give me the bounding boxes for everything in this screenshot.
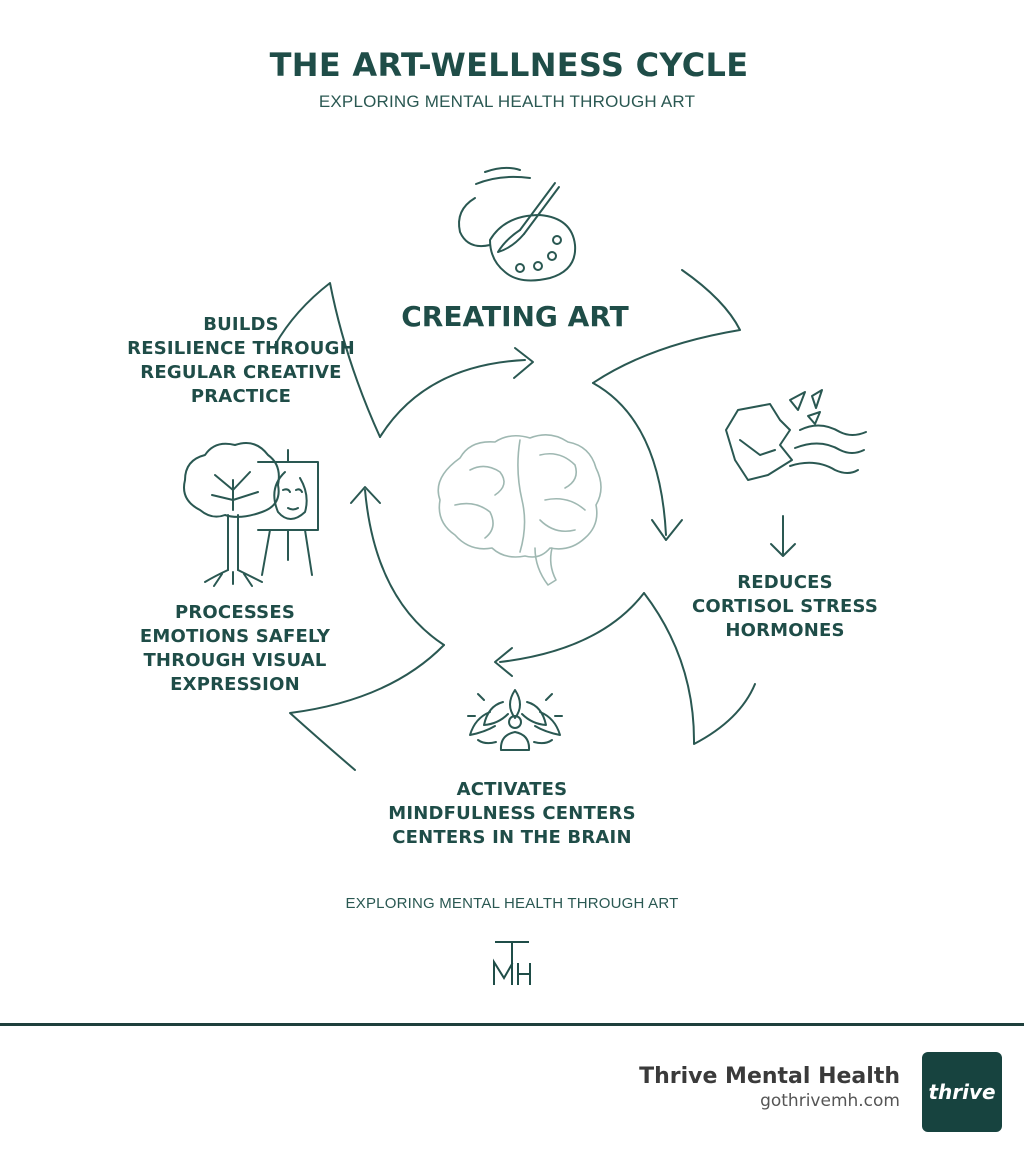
cycle-blade-right (643, 592, 756, 745)
inner-arrow-bottom-head (494, 647, 513, 677)
thrive-logo-text: thrive (928, 1080, 996, 1104)
step-label-line: EXPRESSION (170, 674, 300, 695)
step-reduces-cortisol: REDUCES CORTISOL STRESS HORMONES (660, 571, 910, 643)
step-label-line: HORMONES (725, 620, 845, 641)
step-label-line: CENTERS IN THE BRAIN (392, 827, 632, 848)
cycle-blade-bottom-left (289, 644, 445, 771)
footer-divider (0, 1023, 1024, 1026)
step-label-line: PROCESSES (174, 602, 296, 623)
thrive-logo-badge: thrive (922, 1052, 1002, 1132)
tree-easel-icon (183, 442, 319, 587)
step-label-line: MINDFULNESS CENTERS (388, 803, 636, 824)
step-label-line: CORTISOL STRESS (691, 596, 879, 617)
page-title: THE ART-WELLNESS CYCLE (269, 46, 749, 84)
step-label-line: REGULAR CREATIVE (140, 362, 342, 383)
palette-brush-icon (458, 166, 577, 282)
step-label-line: ACTIVATES (456, 779, 568, 800)
step-label-line: BUILDS (203, 314, 279, 335)
step-label-line: EMOTIONS SAFELY (139, 626, 331, 647)
tmh-monogram-logo (490, 938, 534, 990)
cycle-diagram-graphics (183, 166, 867, 771)
meditating-lotus-icon (467, 689, 563, 751)
step-label-line: PRACTICE (190, 386, 292, 407)
inner-arrow-left (364, 489, 445, 646)
cycle-diagram (183, 166, 867, 771)
cycle-blade-top-right (592, 269, 741, 384)
brand-name: Thrive Mental Health (639, 1064, 900, 1089)
step-label-line: RESILIENCE THROUGH (127, 338, 355, 359)
page-subtitle: EXPLORING MENTAL HEALTH THROUGH ART (318, 92, 696, 111)
tmh-monogram-graphic (493, 941, 531, 985)
inner-arrow-top-head (513, 347, 534, 379)
down-arrow (770, 515, 796, 557)
step-label-line: REDUCES (737, 572, 833, 593)
center-label: CREATING ART (401, 300, 629, 333)
torn-paper-icon (725, 389, 867, 481)
step-label-line: THROUGH VISUAL (143, 650, 327, 671)
footer-tagline: EXPLORING MENTAL HEALTH THROUGH ART (345, 895, 679, 912)
step-processes-emotions: PROCESSES EMOTIONS SAFELY THROUGH VISUAL… (110, 601, 360, 697)
inner-arrow-bottom (499, 592, 645, 663)
inner-arrow-left-head (350, 486, 381, 504)
brand-url[interactable]: gothrivemh.com (760, 1091, 900, 1111)
brain-icon (437, 434, 602, 586)
step-activates-mindfulness: ACTIVATES MINDFULNESS CENTERS CENTERS IN… (362, 778, 662, 850)
cycle-blade-top-left (274, 282, 381, 438)
inner-arrow-right (592, 382, 667, 536)
inner-arrow-right-head (651, 519, 683, 541)
step-builds-resilience: BUILDS RESILIENCE THROUGH REGULAR CREATI… (106, 313, 376, 409)
inner-arrow-top (379, 359, 526, 438)
